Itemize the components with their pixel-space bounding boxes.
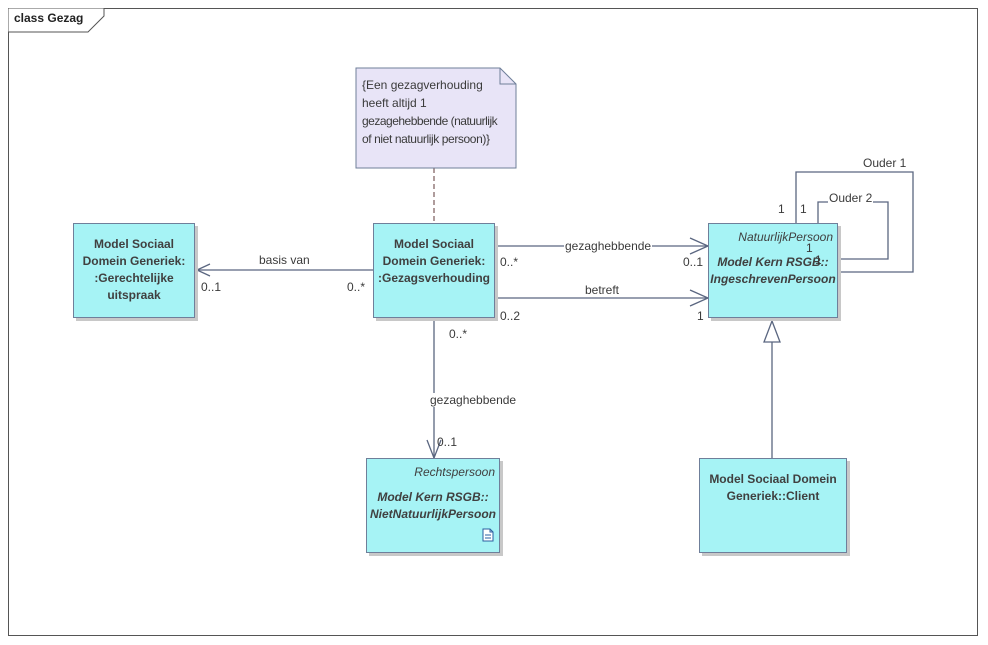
stereotype-label: Rechtspersoon <box>414 465 495 479</box>
class-label-line: Model Sociaal Domein <box>709 472 837 486</box>
class-label-line: Domein Generiek: <box>382 254 486 268</box>
assoc-basis-van-label: basis van <box>259 253 310 267</box>
assoc-betreft-target-mult: 1 <box>697 309 704 323</box>
class-gezagsverhouding[interactable]: Model Sociaal Domein Generiek: :Gezagsve… <box>373 223 495 318</box>
assoc-gezaghebbende-persoon-label: gezaghebbende <box>564 239 653 253</box>
assoc-betreft-label: betreft <box>585 283 620 297</box>
assoc-ouder2-line <box>817 201 889 260</box>
frame-tab <box>8 8 105 33</box>
assoc-gezaghebbende-persoon-target-mult: 0..1 <box>683 255 704 269</box>
assoc-ouder1-line <box>795 171 914 273</box>
generalization-arrow <box>763 319 781 343</box>
assoc-ouder1-mult-b: 1 <box>806 241 813 255</box>
note-line-1: {Een gezagverhouding <box>362 78 483 92</box>
class-label-line: Model Kern RSGB:: <box>377 490 489 504</box>
assoc-betreft-source-mult: 0..2 <box>500 309 521 323</box>
class-label-line: Model Sociaal <box>393 237 475 251</box>
assoc-basis-van-target-mult: 0..1 <box>201 280 222 294</box>
class-label-line: uitspraak <box>107 288 161 302</box>
stereotype-label: NatuurlijkPersoon <box>738 230 833 244</box>
class-label-line: :Gerechtelijke <box>94 271 174 285</box>
class-label-line: Domein Generiek: <box>82 254 186 268</box>
assoc-ouder2-label: Ouder 2 <box>828 191 874 205</box>
assoc-gezaghebbende-rechtspersoon-target-mult: 0..1 <box>437 435 458 449</box>
note-line-4: of niet natuurlijk persoon)} <box>362 132 490 146</box>
class-label-line: Model Kern RSGB:: <box>717 255 829 269</box>
assoc-ouder2-mult-a: 1 <box>800 202 807 216</box>
class-ingeschreven-persoon[interactable]: NatuurlijkPersoon Model Kern RSGB:: Inge… <box>708 223 838 318</box>
class-client[interactable]: Model Sociaal Domein Generiek::Client <box>699 458 847 553</box>
class-gerechtelijke-uitspraak[interactable]: Model Sociaal Domein Generiek: :Gerechte… <box>73 223 195 318</box>
assoc-gezaghebbende-persoon-source-mult: 0..* <box>500 255 519 269</box>
note-line-3: gezagehebbende (natuurlijk <box>362 114 498 128</box>
assoc-gezaghebbende-rechtspersoon-source-mult: 0..* <box>449 327 468 341</box>
constraint-note: {Een gezagverhouding heeft altijd 1 geza… <box>362 76 512 166</box>
class-label-line: Generiek::Client <box>726 489 820 503</box>
assoc-ouder1-mult-a: 1 <box>778 202 785 216</box>
class-label-line: NietNatuurlijkPersoon <box>369 507 497 521</box>
class-niet-natuurlijk-persoon[interactable]: Rechtspersoon Model Kern RSGB:: NietNatu… <box>366 458 500 553</box>
frame-title: class Gezag <box>14 11 84 25</box>
class-label-line: Model Sociaal <box>93 237 175 251</box>
document-icon <box>482 528 494 542</box>
assoc-ouder2-mult-b: 1 <box>815 253 822 267</box>
assoc-ouder1-label: Ouder 1 <box>862 156 908 170</box>
note-shape <box>355 67 517 169</box>
class-label-line: IngeschrevenPersoon <box>710 272 836 286</box>
assoc-basis-van-source-mult: 0..* <box>347 280 366 294</box>
assoc-basis-van-arrow <box>195 263 211 277</box>
assoc-gezaghebbende-rechtspersoon-label: gezaghebbende <box>429 393 518 407</box>
note-line-2: heeft altijd 1 <box>362 96 427 110</box>
class-label-line: :Gezagsverhouding <box>377 271 490 285</box>
